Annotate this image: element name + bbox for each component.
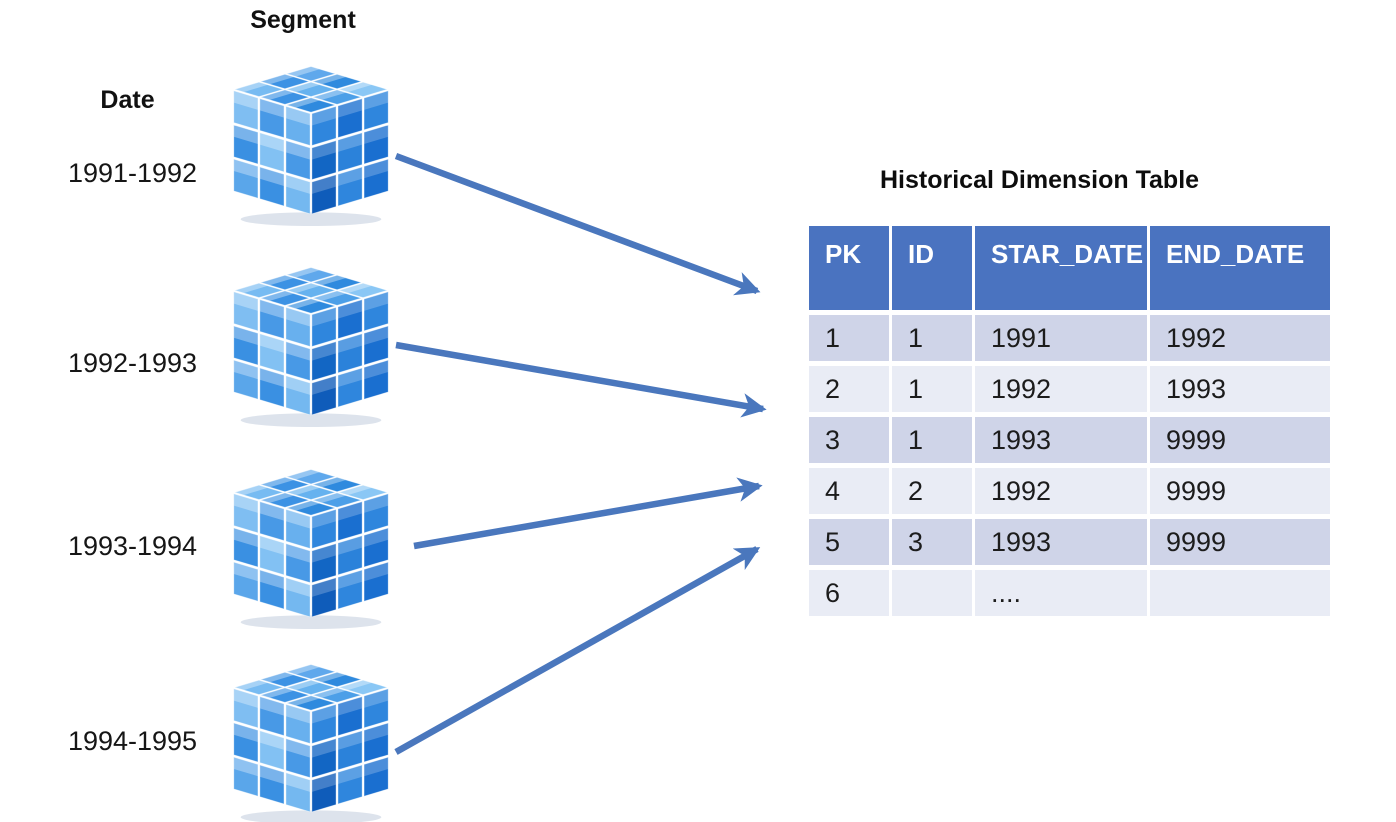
table-cell: 1992 (975, 366, 1147, 412)
column-header-id: ID (892, 226, 972, 310)
table-cell: 2 (892, 468, 972, 514)
table-title: Historical Dimension Table (880, 166, 1200, 194)
table-cell (892, 570, 972, 616)
segment-column-label: Segment (250, 6, 356, 34)
table-cell: 1992 (975, 468, 1147, 514)
table-cell: 1 (892, 315, 972, 361)
table-cell: 4 (809, 468, 889, 514)
table-cell: 2 (809, 366, 889, 412)
flow-arrow-4 (394, 546, 761, 755)
date-range-label: 1992-1993 (67, 348, 198, 378)
date-range-label: 1991-1992 (67, 158, 198, 188)
flow-arrow-1 (394, 152, 761, 296)
table-cell: 3 (892, 519, 972, 565)
table-cell: .... (975, 570, 1147, 616)
table-cell: 1 (892, 366, 972, 412)
date-range-label: 1994-1995 (67, 726, 198, 756)
data-cube-icon (233, 469, 389, 630)
column-header-end_date: END_DATE (1150, 226, 1330, 310)
table-cell: 9999 (1150, 468, 1330, 514)
table-cell: 1991 (975, 315, 1147, 361)
data-cube-icon (233, 267, 389, 428)
date-column-label: Date (100, 86, 155, 114)
table-cell: 3 (809, 417, 889, 463)
flow-arrow-2 (395, 341, 767, 418)
data-cube-icon (233, 66, 389, 227)
table-cell: 1992 (1150, 315, 1330, 361)
table-cell: 6 (809, 570, 889, 616)
table-cell: 5 (809, 519, 889, 565)
table-cell: 9999 (1150, 519, 1330, 565)
flow-arrow-3 (413, 477, 763, 550)
table-cell: 9999 (1150, 417, 1330, 463)
table-cell: 1 (892, 417, 972, 463)
column-header-star_date: STAR_DATE (975, 226, 1147, 310)
date-range-label: 1993-1994 (67, 531, 198, 561)
table-cell: 1993 (975, 417, 1147, 463)
table-cell (1150, 570, 1330, 616)
table-cell: 1 (809, 315, 889, 361)
column-header-pk: PK (809, 226, 889, 310)
data-cube-icon (233, 664, 389, 822)
table-row-6: 6.... (809, 570, 1330, 616)
table-cell: 1993 (1150, 366, 1330, 412)
table-cell: 1993 (975, 519, 1147, 565)
